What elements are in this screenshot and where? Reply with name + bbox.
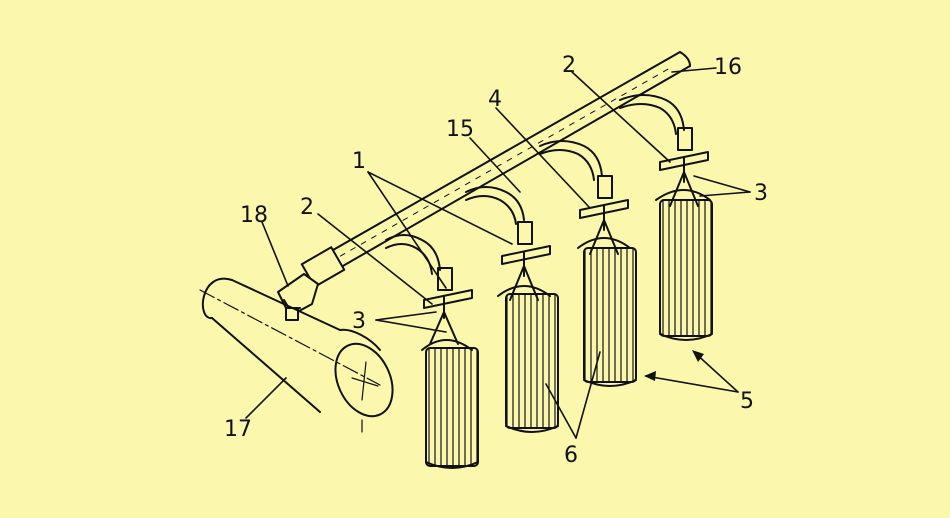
label-6: 6 xyxy=(564,443,578,468)
supply-pipe xyxy=(300,51,691,288)
filter-unit-3 xyxy=(539,140,637,387)
container-drum xyxy=(199,277,394,433)
label-15: 15 xyxy=(446,117,474,142)
filter-unit-1 xyxy=(385,234,479,469)
filter-unit-4 xyxy=(619,94,713,341)
label-16: 16 xyxy=(714,55,742,80)
label-3-right: 3 xyxy=(754,181,768,206)
arrowheads xyxy=(644,350,704,381)
elbow-fitting xyxy=(277,273,319,321)
label-4: 4 xyxy=(488,87,502,112)
label-2-top: 2 xyxy=(562,53,576,78)
label-17: 17 xyxy=(224,417,252,442)
label-2-left: 2 xyxy=(300,195,314,220)
label-5: 5 xyxy=(740,389,754,414)
label-18: 18 xyxy=(240,203,268,228)
reference-labels: 16 2 4 15 1 3 18 2 3 5 17 6 xyxy=(224,53,768,468)
leader-lines xyxy=(245,67,751,439)
label-1: 1 xyxy=(352,149,366,174)
label-3-left: 3 xyxy=(352,309,366,334)
filter-unit-2 xyxy=(465,186,559,433)
